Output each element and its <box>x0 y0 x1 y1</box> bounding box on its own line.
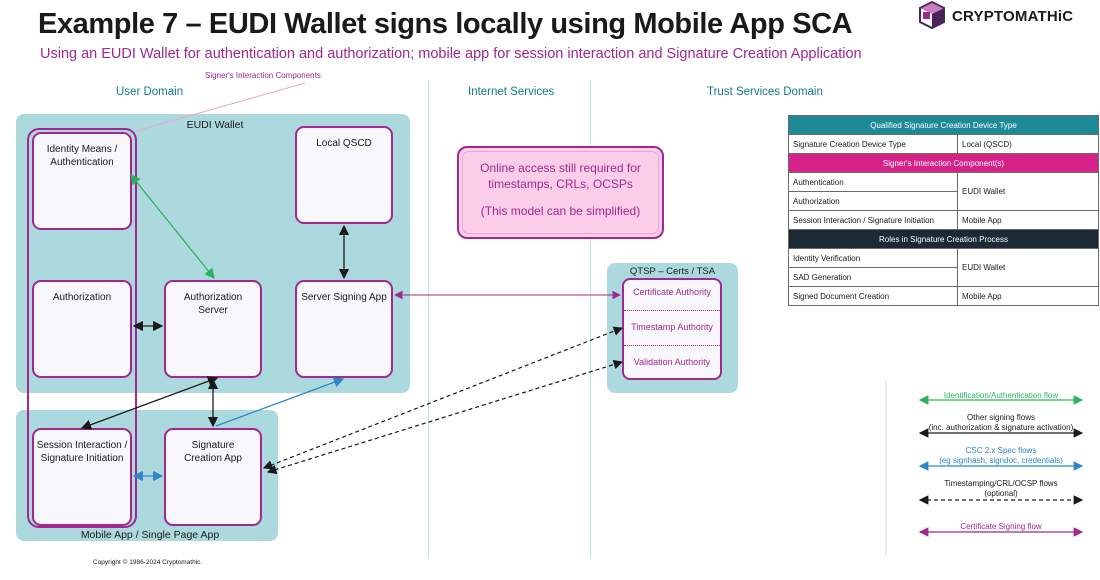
authorization-box: Authorization <box>32 280 132 378</box>
table-cell-local-qscd: Local (QSCD) <box>957 134 1099 154</box>
legend-csc: CSC 2.x Spec flows <box>965 446 1037 455</box>
eudi-wallet-label: EUDI Wallet <box>186 119 244 131</box>
callout-line <box>135 82 306 132</box>
green-auth-flow-arrow <box>130 173 215 280</box>
user-domain-label: User Domain <box>116 86 184 98</box>
note-line-3: (This model can be simplified) <box>480 204 641 219</box>
domain-divider-left <box>428 80 429 558</box>
qtsp-divider-1 <box>624 310 720 311</box>
certificate-authority: Certificate Authority <box>632 287 712 297</box>
qtsp-services-box: Certificate Authority Timestamp Authorit… <box>622 278 722 380</box>
legend-timestamping-sub: (optional) <box>984 489 1018 498</box>
trust-services-label: Trust Services Domain <box>707 86 823 98</box>
authserver-session-arrow <box>80 376 219 430</box>
table-cell-device-type: Signature Creation Device Type <box>788 134 958 154</box>
online-access-note: Online access still required for timesta… <box>457 146 664 239</box>
identity-means-box: Identity Means / Authentication <box>32 132 132 230</box>
table-cell-mobile-app-1: Mobile App <box>957 210 1099 230</box>
copyright-notice: Copyright © 1986-2024 Cryptomathic. <box>93 559 203 566</box>
timestamp-authority: Timestamp Authority <box>631 322 713 332</box>
signature-summary-table: Qualified Signature Creation Device Type… <box>788 115 1099 306</box>
internet-services-label: Internet Services <box>468 86 555 98</box>
table-cell-identity-verification: Identity Verification <box>788 248 958 268</box>
table-cell-eudi-wallet-2: EUDI Wallet <box>957 248 1099 287</box>
table-header-roles: Roles in Signature Creation Process <box>788 229 1099 249</box>
legend-csc-sub: (eg signhash, signdoc, credentials) <box>939 456 1063 465</box>
legend-identification: Identification/Authentication flow <box>943 391 1059 400</box>
qtsp-divider-2 <box>624 345 720 346</box>
csc-spec-arrow <box>215 377 345 427</box>
validation-authority: Validation Authority <box>633 357 711 367</box>
table-cell-signed-doc-creation: Signed Document Creation <box>788 286 958 306</box>
table-header-interaction: Signer's Interaction Component(s) <box>788 153 1099 173</box>
table-cell-session-interaction: Session Interaction / Signature Initiati… <box>788 210 958 230</box>
validation-dashed-arrow <box>266 359 624 475</box>
local-qscd-box: Local QSCD <box>295 126 393 224</box>
table-cell-mobile-app-2: Mobile App <box>957 286 1099 306</box>
legend-other-signing: Other signing flows <box>966 413 1036 422</box>
note-line-1: Online access still required for <box>480 161 641 175</box>
session-interaction-box: Session Interaction / Signature Initiati… <box>32 428 132 526</box>
table-cell-authorization: Authorization <box>788 191 958 211</box>
cryptomathic-logo <box>919 0 945 30</box>
mobile-app-label: Mobile App / Single Page App <box>80 529 220 541</box>
qtsp-label: QTSP – Certs / TSA <box>629 266 716 277</box>
note-line-2: timestamps, CRLs, OCSPs <box>488 177 633 192</box>
logo-text: CRYPTOMATHiC <box>952 8 1074 25</box>
table-cell-eudi-wallet-1: EUDI Wallet <box>957 172 1099 211</box>
table-header-device-type: Qualified Signature Creation Device Type <box>788 115 1099 135</box>
legend-other-signing-sub: (inc. authorization & signature activati… <box>928 423 1074 432</box>
legend-timestamping: Timestamping/CRL/OCSP flows <box>944 479 1058 488</box>
legend-certificate: Certificate Signing flow <box>960 522 1042 531</box>
table-cell-sad-generation: SAD Generation <box>788 267 958 287</box>
table-cell-authentication: Authentication <box>788 172 958 192</box>
page-subtitle: Using an EUDI Wallet for authentication … <box>40 46 862 62</box>
timestamp-dashed-arrow <box>262 326 624 470</box>
signature-creation-app-box: Signature Creation App <box>164 428 262 526</box>
page-title: Example 7 – EUDI Wallet signs locally us… <box>38 8 853 40</box>
callout-label: Signer's Interaction Components <box>205 71 321 80</box>
domain-divider-right <box>590 80 591 558</box>
authorization-server-box: Authorization Server <box>164 280 262 378</box>
